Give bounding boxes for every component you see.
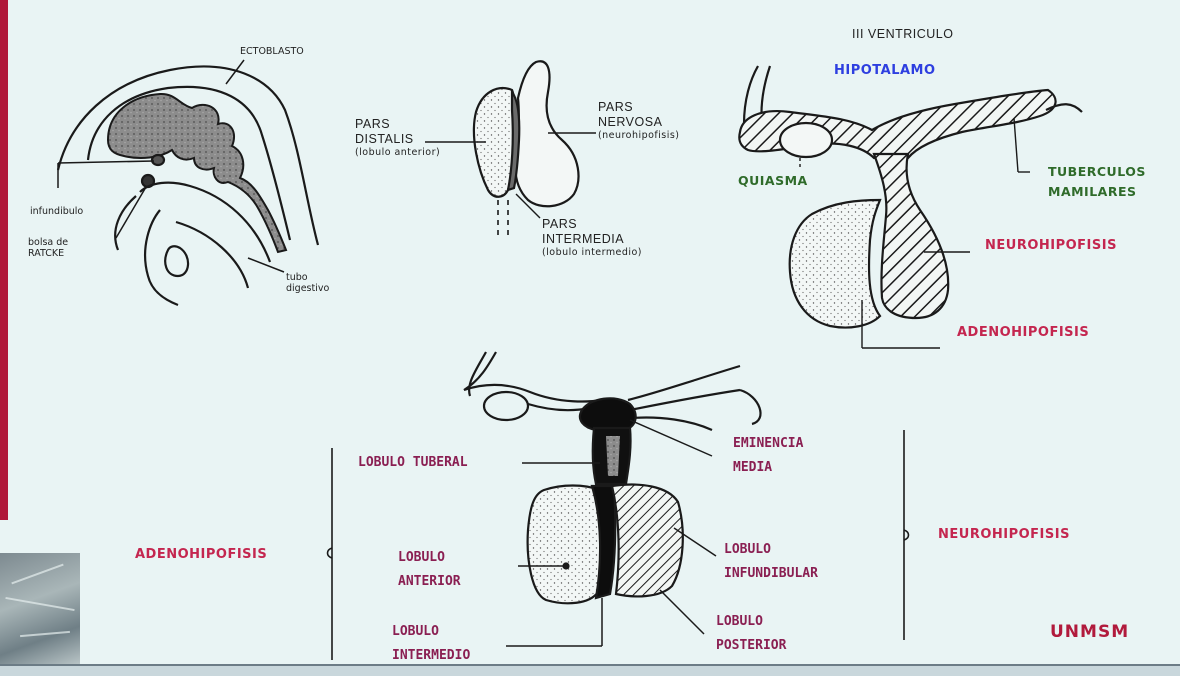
label-lobulo-anterior-line2: ANTERIOR	[398, 574, 461, 589]
pituitary-parts-diagram	[425, 60, 596, 240]
label-lobulo-posterior-line2: POSTERIOR	[716, 638, 787, 653]
label-lobulo-posterior-line1: LOBULO	[716, 614, 763, 629]
label-pars-nervosa-line3: (neurohipofisis)	[598, 130, 680, 141]
label-eminencia-line1: EMINENCIA	[733, 436, 804, 451]
label-pars-intermedia-line1: PARS	[542, 217, 578, 231]
brand-unmsm: UNMSM	[1050, 622, 1130, 642]
label-pars-nervosa-line2: NERVOSA	[598, 115, 663, 129]
label-pars-nervosa: PARS NERVOSA (neurohipofisis)	[598, 100, 684, 141]
label-eminencia-media: EMINENCIA MEDIA	[733, 432, 803, 480]
bottom-band	[0, 666, 1180, 676]
label-tubo-line2: digestivo	[286, 283, 330, 294]
bottom-rule	[0, 664, 1180, 666]
label-tuberculos-line1: TUBERCULOS	[1048, 164, 1146, 179]
label-pars-distalis-line2: DISTALIS	[355, 132, 414, 146]
label-lobulo-tuberal: LOBULO TUBERAL	[358, 455, 468, 470]
label-adenohipofisis-top: ADENOHIPOFISIS	[957, 325, 1090, 340]
presenter-thumbnail	[0, 553, 80, 670]
label-pars-intermedia: PARS INTERMEDIA (lobulo intermedio)	[542, 217, 647, 258]
label-bolsa-line2: RATCKE	[28, 248, 65, 259]
label-pars-distalis-line1: PARS	[355, 117, 391, 131]
label-lobulo-intermedio-line2: INTERMEDIO	[392, 648, 471, 663]
left-accent-strip	[0, 0, 8, 520]
label-eminencia-line2: MEDIA	[733, 460, 773, 475]
label-lobulo-posterior: LOBULO POSTERIOR	[716, 610, 786, 658]
hypophysis-regions-diagram	[326, 351, 910, 660]
label-pars-intermedia-line2: INTERMEDIA	[542, 232, 625, 246]
label-quiasma: QUIASMA	[738, 173, 808, 188]
label-neurohipofisis-top: NEUROHIPOFISIS	[985, 238, 1117, 253]
label-lobulo-anterior-line1: LOBULO	[398, 550, 445, 565]
embryo-section-diagram	[56, 59, 320, 307]
label-neurohipofisis-bottom: NEUROHIPOFISIS	[938, 527, 1070, 542]
label-pars-nervosa-line1: PARS	[598, 100, 634, 114]
label-tercer-ventriculo: III VENTRICULO	[852, 27, 954, 41]
label-bolsa-line1: bolsa de	[28, 237, 69, 248]
label-tubo-digestivo: tubo digestivo	[286, 272, 329, 294]
label-bolsa: bolsa de RATCKE	[28, 237, 68, 259]
label-lobulo-anterior: LOBULO ANTERIOR	[398, 546, 461, 594]
label-tuberculos-mamilares: TUBERCULOS MAMILARES	[1048, 162, 1146, 202]
label-infundibulo: infundibulo	[30, 206, 84, 217]
label-lobulo-infundibular-line2: INFUNDIBULAR	[724, 566, 818, 581]
label-lobulo-infundibular: LOBULO INFUNDIBULAR	[724, 538, 818, 586]
label-tubo-line1: tubo	[286, 272, 308, 283]
label-lobulo-intermedio-line1: LOBULO	[392, 624, 439, 639]
label-ectoblasto: ECTOBLASTO	[240, 46, 304, 57]
label-hipotalamo: HIPOTALAMO	[834, 63, 936, 78]
label-lobulo-infundibular-line1: LOBULO	[724, 542, 771, 557]
label-lobulo-intermedio: LOBULO INTERMEDIO	[392, 620, 470, 668]
label-pars-intermedia-line3: (lobulo intermedio)	[542, 247, 642, 258]
label-tuberculos-line2: MAMILARES	[1048, 184, 1137, 199]
label-pars-distalis: PARS DISTALIS (lobulo anterior)	[355, 117, 445, 158]
label-adenohipofisis-bottom: ADENOHIPOFISIS	[135, 547, 268, 562]
label-pars-distalis-line3: (lobulo anterior)	[355, 147, 441, 158]
hypothalamus-diagram	[738, 65, 1083, 349]
